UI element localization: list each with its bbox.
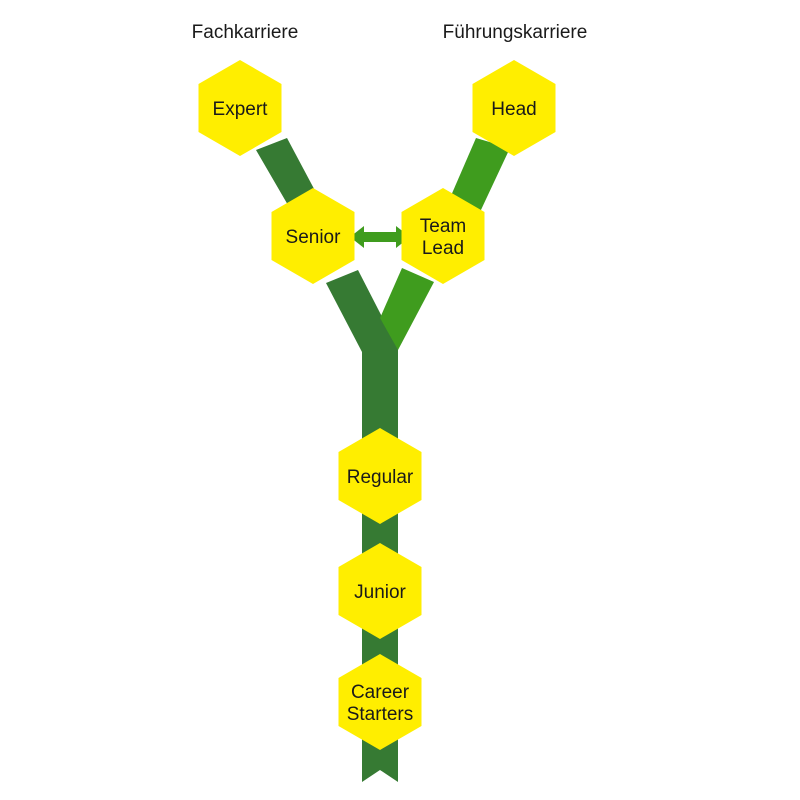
hexagon-shape [472,60,556,156]
hexagon-senior: Senior [271,188,355,284]
node-label: Regular [347,467,414,488]
hexagon-shape [338,654,422,750]
node-label: Junior [354,582,406,603]
hexagon-regular: Regular [338,428,422,524]
hexagon-head: Head [472,60,556,156]
node-label: Expert [213,99,269,120]
node-label: Team [420,216,466,237]
hexagon-shape [198,60,282,156]
node-label: Career [351,682,410,703]
node-label: Senior [286,227,342,248]
title-fuehrungskarriere: Führungskarriere [443,22,588,43]
hexagon-shape [271,188,355,284]
hexagon-shape [338,428,422,524]
hexagon-junior: Junior [338,543,422,639]
hexagon-shape [338,543,422,639]
right-lower-branch [380,268,434,350]
hexagon-shape [401,188,485,284]
right-upper-branch [450,138,510,212]
left-lower-branch [326,270,398,352]
node-label: Starters [347,704,414,725]
node-label: Head [491,99,536,120]
hexagon-expert: Expert [198,60,282,156]
double-arrow-icon [350,226,410,248]
title-fachkarriere: Fachkarriere [192,22,299,43]
node-label: Lead [422,238,464,259]
